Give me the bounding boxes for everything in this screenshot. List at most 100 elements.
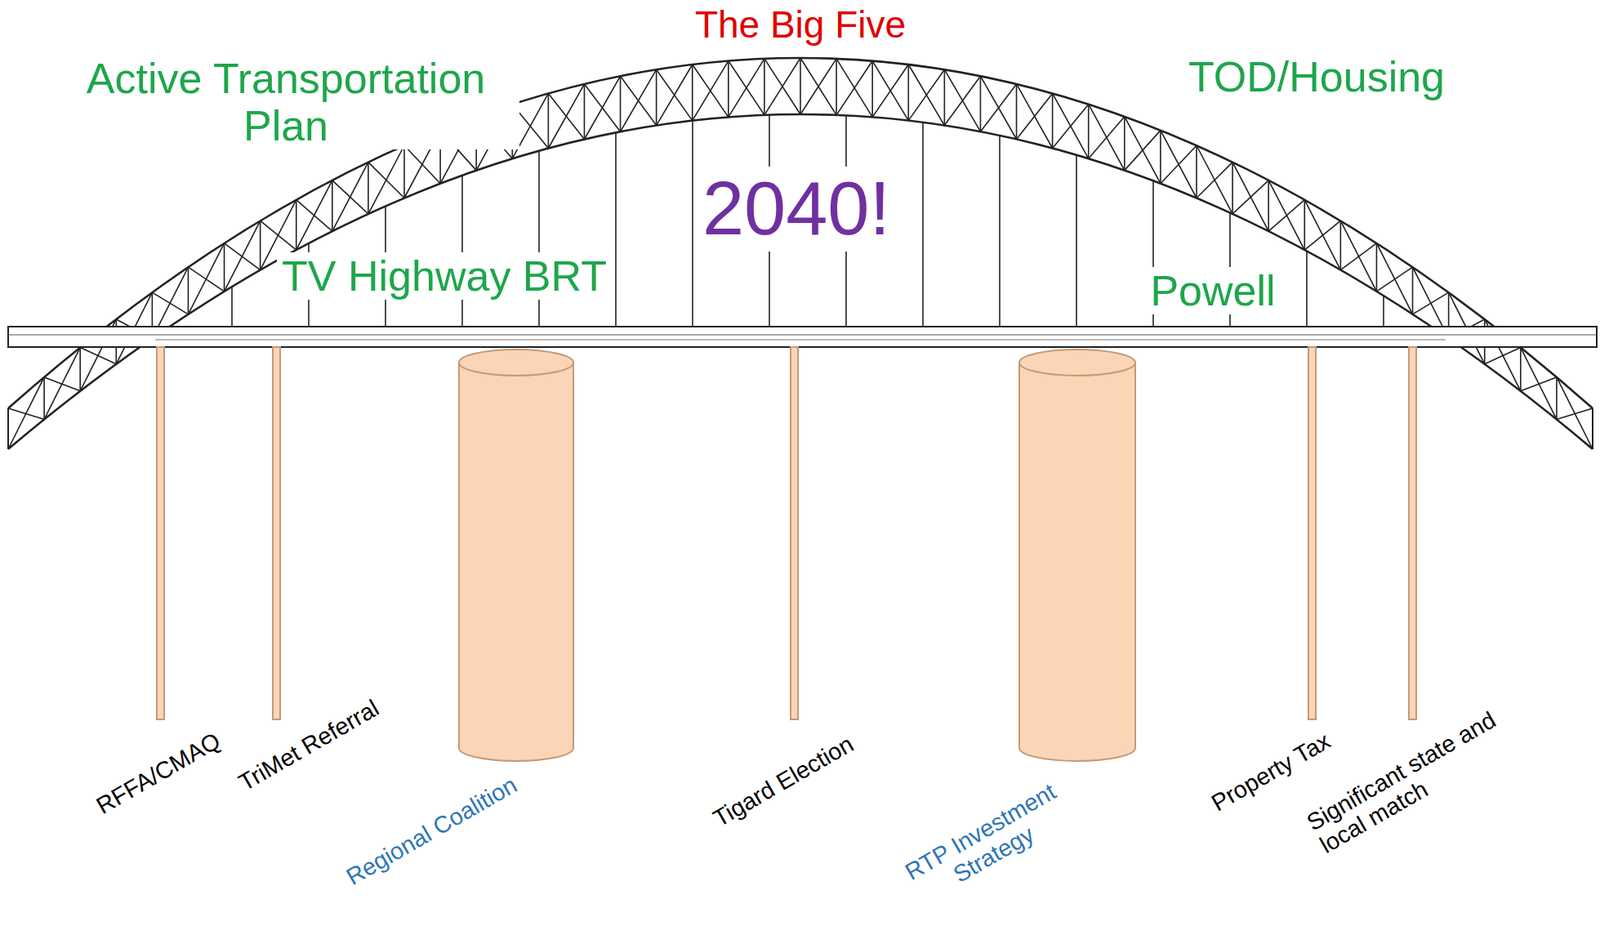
truss-strut (1052, 104, 1089, 149)
hanger (1305, 251, 1308, 327)
truss-strut (1267, 180, 1270, 232)
truss-strut (1232, 162, 1269, 232)
truss-strut (835, 58, 838, 116)
truss-strut (403, 145, 406, 198)
truss-strut (872, 64, 909, 117)
heading-label: TOD/Housing (1183, 53, 1450, 101)
truss-strut (1123, 116, 1126, 171)
truss-strut (944, 69, 981, 132)
truss-strut (800, 57, 837, 116)
truss-strut (1484, 347, 1521, 365)
truss-strut (43, 377, 45, 420)
truss-strut (763, 58, 766, 116)
truss-strut (980, 84, 1017, 132)
hanger (1075, 155, 1078, 327)
truss-strut (1520, 347, 1557, 420)
truss-strut (583, 84, 586, 140)
truss-strut (655, 69, 658, 125)
arch-inner (8, 114, 1593, 450)
truss-strut (223, 243, 226, 292)
truss-strut (1376, 243, 1378, 292)
hanger (691, 120, 694, 327)
pillar-label: Regional Coalition (339, 771, 524, 892)
big-pillar (1019, 362, 1136, 762)
truss-strut (548, 84, 584, 149)
truss-strut (728, 58, 765, 118)
truss-strut (1412, 292, 1449, 315)
truss-strut (1016, 84, 1053, 149)
pillars (156, 347, 1417, 762)
truss-strut (1556, 408, 1593, 420)
bridge-deck (8, 326, 1597, 348)
hanger (1382, 295, 1385, 327)
truss-strut (1196, 162, 1233, 199)
truss-strut (187, 267, 190, 315)
deck-rail (155, 339, 1446, 341)
truss-strut (1232, 180, 1269, 214)
truss-strut (799, 57, 802, 115)
hanger (231, 286, 233, 327)
hanger (615, 132, 617, 327)
truss-strut (583, 75, 620, 139)
truss-strut (907, 64, 910, 121)
deck-rail (8, 334, 1597, 335)
truss-strut (1340, 220, 1342, 270)
truss-strut (1519, 347, 1522, 392)
truss-strut (1340, 243, 1377, 271)
heading-label: 2040! (697, 166, 896, 251)
truss-strut (1520, 377, 1557, 392)
truss-strut (1556, 377, 1593, 450)
truss-strut (7, 408, 9, 450)
truss-strut (1303, 200, 1306, 250)
truss-strut (1555, 377, 1558, 420)
truss-strut (1196, 145, 1233, 214)
truss-strut (691, 64, 694, 121)
thin-pillar (1308, 347, 1316, 720)
big-pillar (459, 362, 574, 762)
truss-strut (1412, 267, 1414, 315)
hanger (461, 175, 464, 327)
truss-strut (980, 75, 1017, 139)
truss-strut (368, 145, 405, 214)
truss-strut (1088, 116, 1125, 159)
hanger (922, 122, 924, 327)
truss-strut (259, 220, 262, 270)
hanger (998, 135, 1001, 327)
truss-strut (836, 58, 873, 118)
truss-strut (331, 180, 334, 232)
truss-strut (980, 75, 982, 132)
arch-end (7, 408, 9, 450)
truss-strut (944, 75, 981, 125)
truss-strut (1160, 130, 1197, 199)
truss-strut (764, 58, 801, 115)
truss-strut (1268, 200, 1305, 232)
truss-strut (332, 162, 369, 232)
truss-strut (1304, 220, 1341, 250)
truss-strut (908, 64, 945, 126)
truss-strut (1124, 116, 1161, 184)
truss-strut (944, 69, 946, 125)
truss-strut (1124, 130, 1161, 171)
truss-strut (872, 61, 909, 121)
thin-pillar (1408, 347, 1417, 720)
truss-strut (1195, 145, 1198, 198)
heading-label: Active Transportation Plan (52, 54, 520, 150)
truss-strut (367, 162, 370, 214)
truss-strut (1016, 84, 1018, 140)
truss-strut (656, 64, 693, 126)
truss-strut (79, 347, 81, 392)
truss-strut (1159, 130, 1162, 184)
truss-strut (908, 69, 945, 121)
truss-strut (1231, 162, 1234, 214)
truss-strut (871, 61, 874, 118)
big-pillar-top (459, 349, 574, 376)
pillar-label: RFFA/CMAQ (89, 726, 228, 821)
truss-strut (800, 58, 837, 115)
thin-pillar (790, 347, 798, 720)
truss-strut (1160, 145, 1197, 183)
truss-strut (727, 61, 730, 118)
truss-strut (692, 61, 729, 121)
truss-strut (1376, 267, 1413, 292)
truss-strut (295, 200, 298, 250)
pillar-label: Tigard Election (706, 730, 861, 834)
